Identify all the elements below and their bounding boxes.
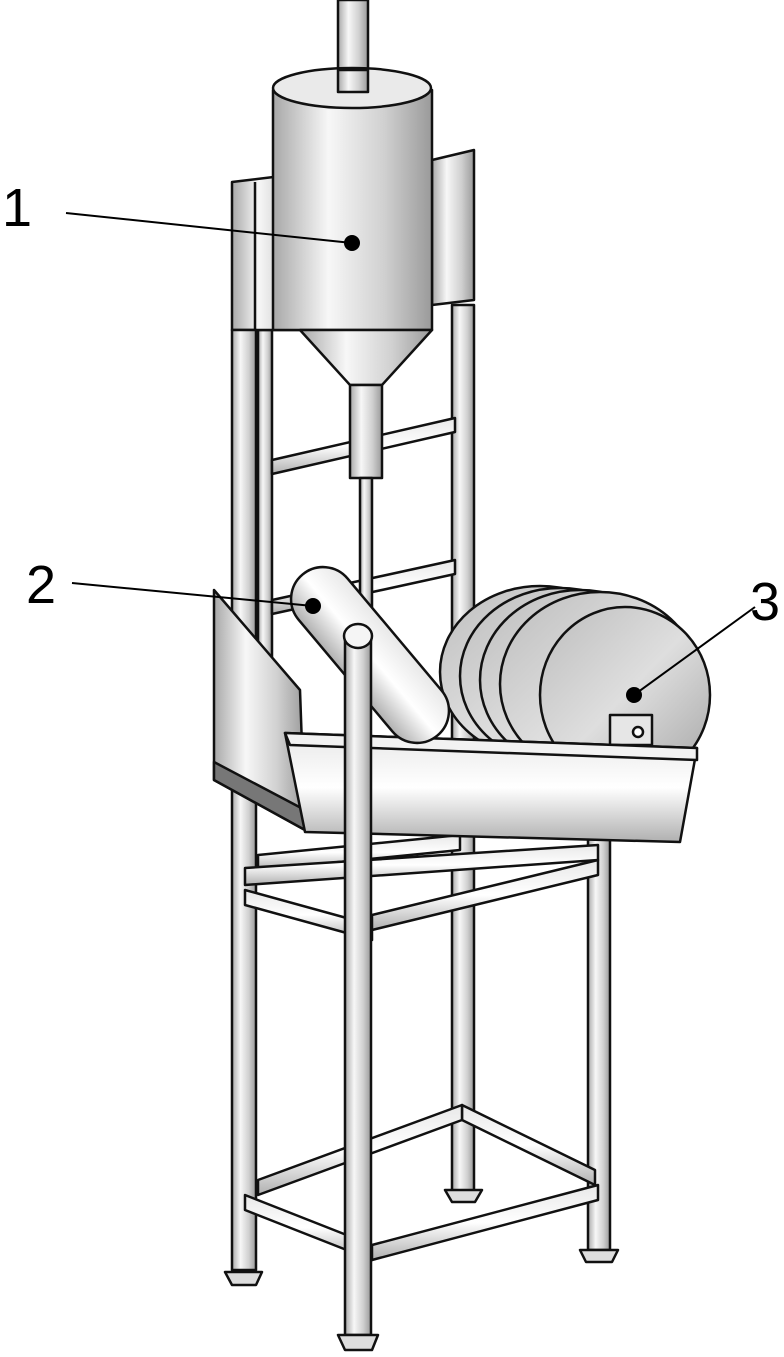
hopper-cylinder: [271, 88, 434, 332]
callout-2: 2: [26, 555, 321, 615]
label-1: 1: [2, 178, 32, 238]
front-post: [343, 638, 373, 1337]
outlet-pipe: [348, 383, 384, 480]
bearing-block: [608, 713, 654, 747]
front-frame: [243, 622, 620, 1352]
callout-3: 3: [626, 572, 780, 703]
foot: [223, 1270, 264, 1287]
callout-1: 1: [2, 178, 360, 251]
trough: [212, 588, 699, 844]
label-2: 2: [26, 555, 56, 615]
label-3: 3: [750, 572, 780, 632]
hopper-cone: [298, 328, 434, 387]
disc-stack: [438, 584, 712, 785]
hopper: [271, 0, 434, 645]
